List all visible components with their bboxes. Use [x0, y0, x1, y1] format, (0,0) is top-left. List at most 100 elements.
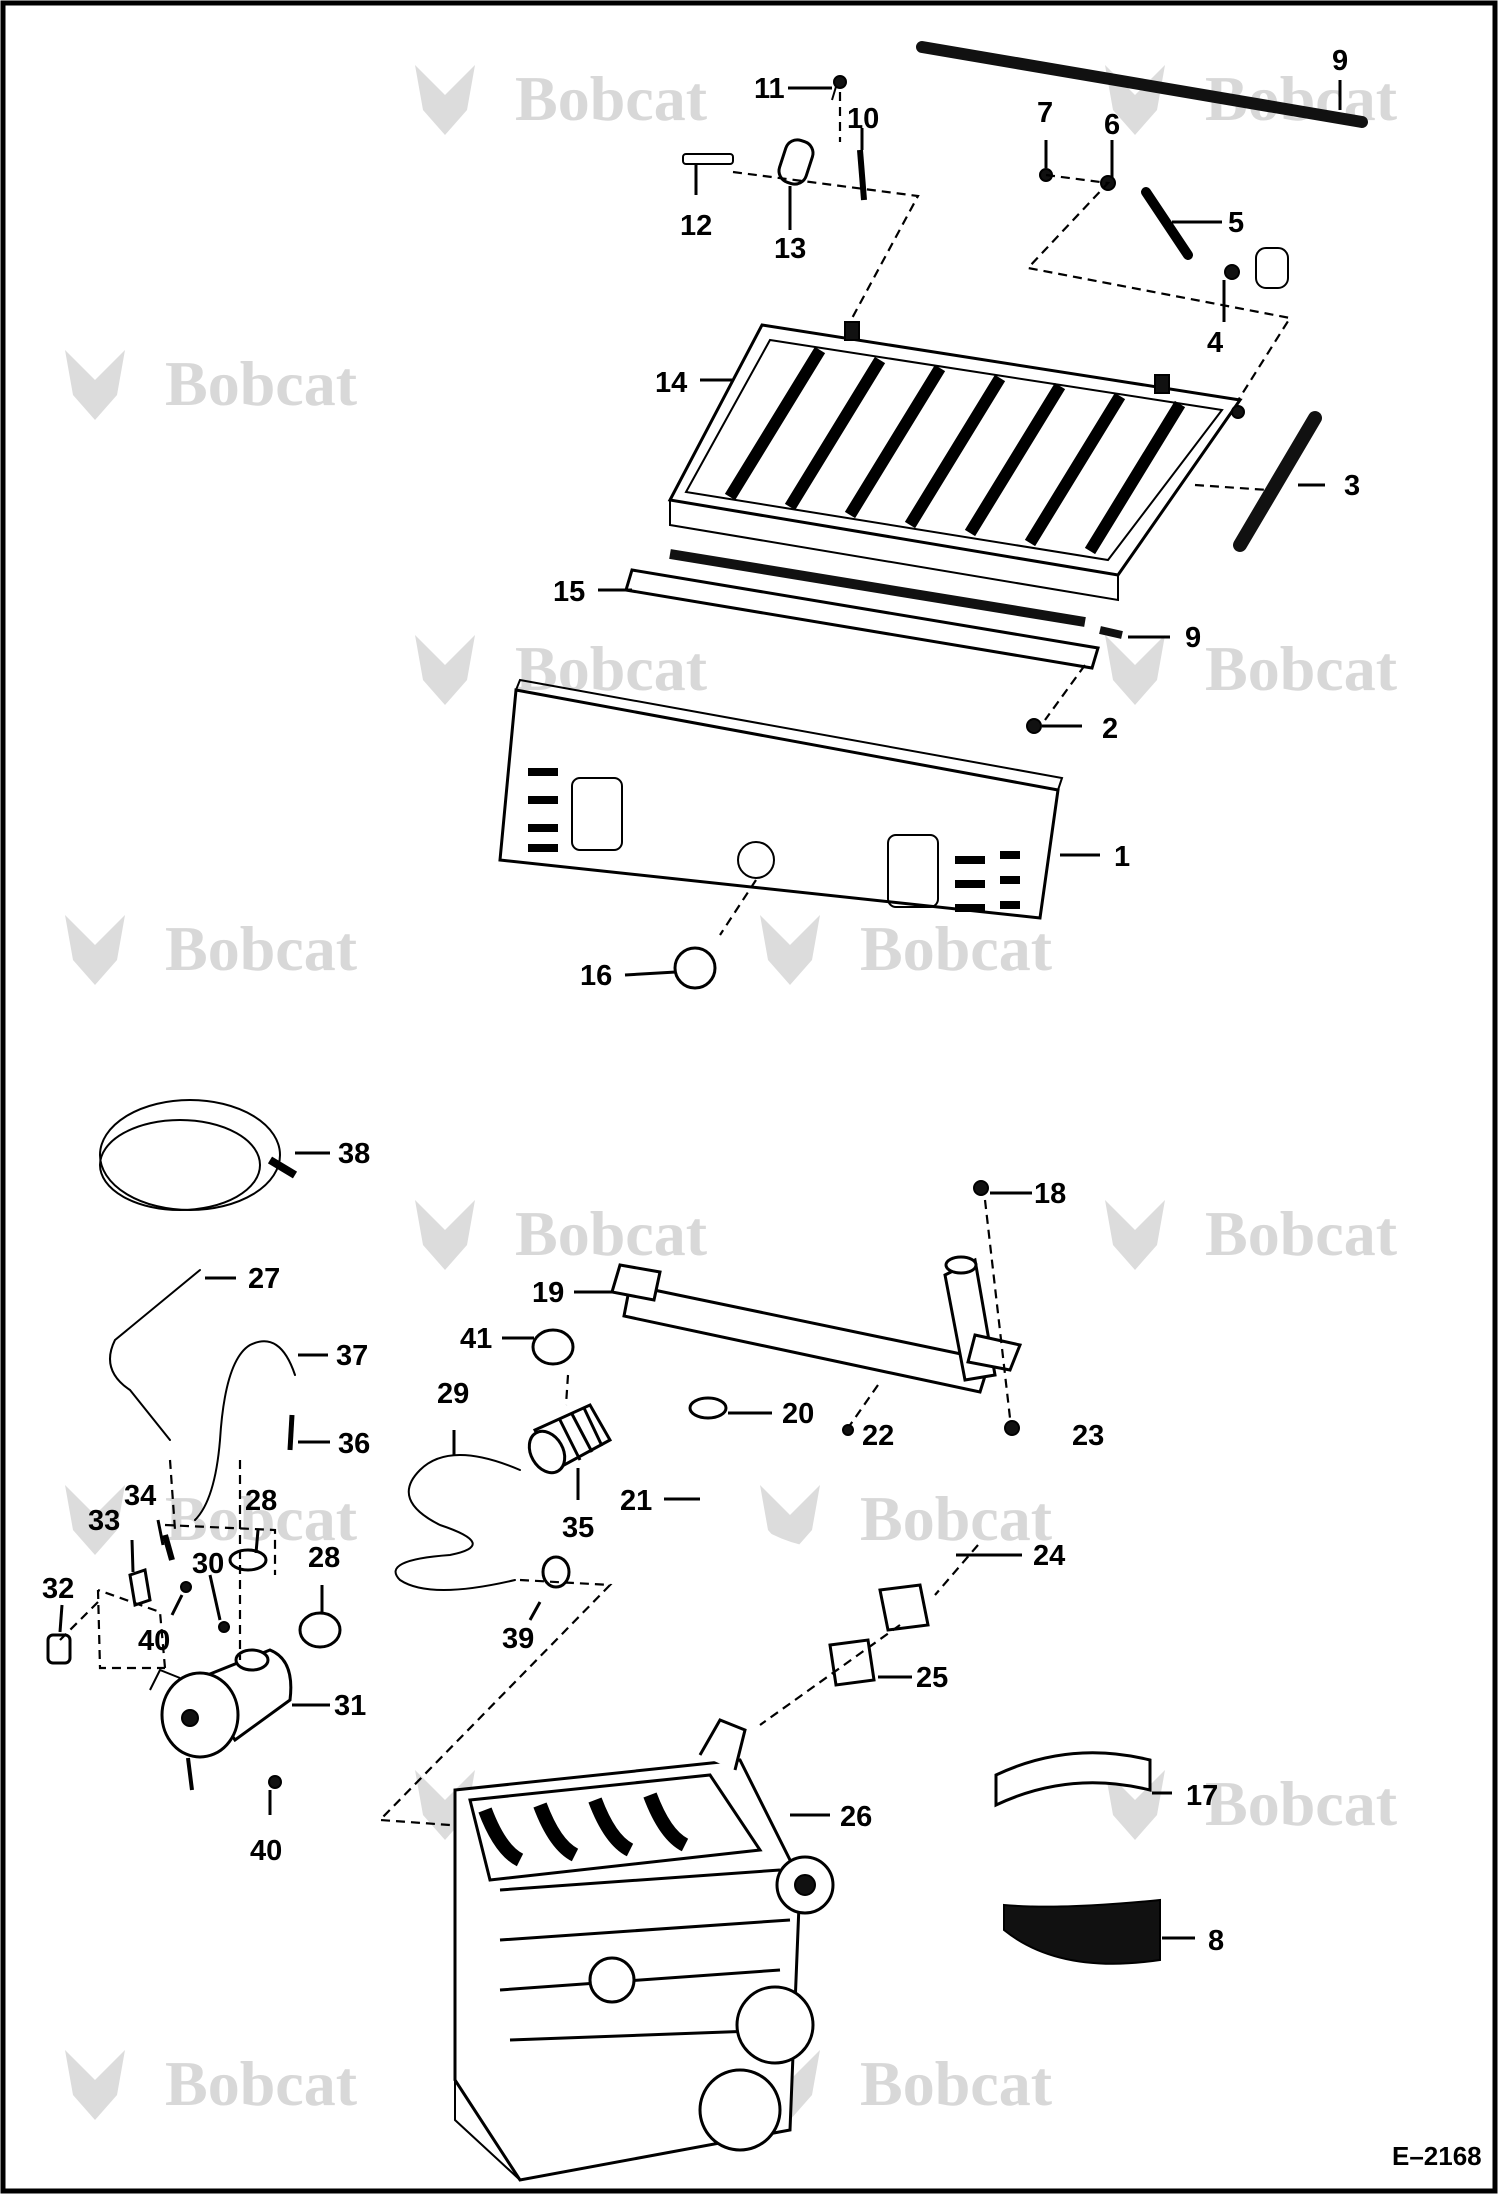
- elbow-flange: [878, 1583, 930, 1632]
- panel-window-left: [571, 777, 623, 851]
- clamp-41: [531, 1328, 575, 1366]
- pipe-riser-opening: [944, 1255, 978, 1275]
- grille-bottom: [669, 500, 1119, 602]
- seal-strip-top: [916, 41, 1368, 128]
- callout-9-mid: 9: [1185, 622, 1201, 654]
- callout-7: 7: [1037, 97, 1053, 129]
- elbow-pipe-21: [690, 1450, 930, 1632]
- dashed-guide: [168, 1459, 242, 1660]
- block-base: [454, 2080, 521, 2181]
- callout-39: 39: [502, 1623, 534, 1655]
- watermark-text: Bobcat: [515, 633, 708, 704]
- callout-35: 35: [562, 1512, 594, 1544]
- watermark-text: Bobcat: [515, 1198, 708, 1269]
- seal-bar: [624, 568, 1100, 670]
- callout-3: 3: [1344, 470, 1360, 502]
- cleaner-endcap: [160, 1671, 240, 1759]
- watermark-text: Bobcat: [860, 1483, 1053, 1554]
- panel-slots-right: [955, 851, 1020, 912]
- bobcat-logo-icon: [65, 1485, 125, 1555]
- bolt-18: [973, 1180, 989, 1196]
- watermark-text: Bobcat: [1205, 1198, 1398, 1269]
- o-ring-39: [541, 1555, 571, 1589]
- leader-32: [58, 1604, 64, 1633]
- callout-25: 25: [916, 1662, 948, 1694]
- dashed-guide: [934, 1544, 979, 1596]
- leader-16: [624, 970, 677, 977]
- leader-33: [130, 1539, 135, 1573]
- seal-strip-3: [1233, 411, 1322, 552]
- bolt-2: [1026, 718, 1042, 734]
- callout-15: 15: [553, 576, 585, 608]
- seal-bar-upper: [669, 549, 1086, 627]
- callout-13: 13: [774, 233, 806, 265]
- bobcat-logo-icon: [760, 915, 820, 985]
- starter: [588, 1956, 636, 2004]
- callout-10: 10: [847, 103, 879, 135]
- hose-coil-outer: [99, 1099, 281, 1211]
- callout-29: 29: [437, 1378, 469, 1410]
- watermark: Bobcat: [415, 63, 708, 135]
- engine-outlet: [698, 1718, 747, 1771]
- callout-12: 12: [680, 210, 712, 242]
- watermark: Bobcat: [760, 2048, 1053, 2120]
- callout-33: 33: [88, 1505, 120, 1537]
- grille-tab: [844, 321, 860, 341]
- panel-body: [498, 688, 1060, 920]
- dashed-guide: [164, 1523, 277, 1575]
- panel-plug-hole: [737, 841, 775, 879]
- panel-slots-left: [528, 768, 558, 852]
- leader-39: [528, 1601, 542, 1621]
- cleaner-nut: [181, 1709, 199, 1727]
- watermark: Bobcat: [760, 913, 1053, 985]
- dashed-guide: [1044, 664, 1086, 721]
- grille-slats: [724, 346, 1186, 555]
- callout-37: 37: [336, 1340, 368, 1372]
- air-cleaner-31: [149, 1648, 293, 1791]
- dashed-guide: [1194, 483, 1269, 492]
- bobcat-logo-icon: [415, 635, 475, 705]
- clamp-28-upper: [228, 1548, 268, 1572]
- callout-38: 38: [338, 1138, 370, 1170]
- elbow-fill: [690, 1450, 900, 1605]
- watermark: Bobcat: [415, 633, 708, 705]
- exhaust-pipe-19: [610, 1255, 1023, 1394]
- cleaner-body: [192, 1648, 293, 1743]
- pin-10: [857, 149, 867, 201]
- dashed-guide: [377, 1578, 613, 1827]
- pipe-flange-left: [610, 1263, 662, 1302]
- callout-1: 1: [1114, 841, 1130, 873]
- dashed-guide: [1025, 173, 1292, 411]
- watermark: Bobcat: [1105, 1198, 1398, 1270]
- watermark: Bobcat: [65, 2048, 358, 2120]
- fuel-hose-38: [99, 1099, 298, 1211]
- strut-group: [1039, 168, 1289, 289]
- callout-27: 27: [248, 1263, 280, 1295]
- callout-4: 4: [1207, 327, 1223, 359]
- callout-40-upper: 40: [138, 1625, 170, 1657]
- leader-30: [208, 1574, 222, 1621]
- callout-19: 19: [532, 1277, 564, 1309]
- pin-group: [682, 75, 867, 201]
- leader-lines: [58, 80, 1342, 1940]
- bracket: [1255, 247, 1289, 289]
- cleaner-valve: [186, 1757, 194, 1791]
- watermark-text: Bobcat: [165, 348, 358, 419]
- callout-22: 22: [862, 1420, 894, 1452]
- callout-16: 16: [580, 960, 612, 992]
- watermark: Bobcat: [1105, 633, 1398, 705]
- watermark: Bobcat: [65, 913, 358, 985]
- watermark-text: Bobcat: [860, 2048, 1053, 2119]
- boot-opening: [527, 1429, 567, 1475]
- callout-31: 31: [334, 1690, 366, 1722]
- bolt-40-upper: [180, 1581, 192, 1593]
- dashed-guide: [847, 1384, 879, 1429]
- dashed-guide: [564, 1374, 570, 1406]
- air-intake-hose-29: [394, 1454, 521, 1591]
- callout-labels: 11 10 12 13 9 7 6 5 4 14 3 15 9 2 1 16 3…: [42, 45, 1360, 1957]
- fitting-34: [162, 1534, 175, 1561]
- callout-28-lower: 28: [308, 1542, 340, 1574]
- bobcat-logo-icon: [65, 915, 125, 985]
